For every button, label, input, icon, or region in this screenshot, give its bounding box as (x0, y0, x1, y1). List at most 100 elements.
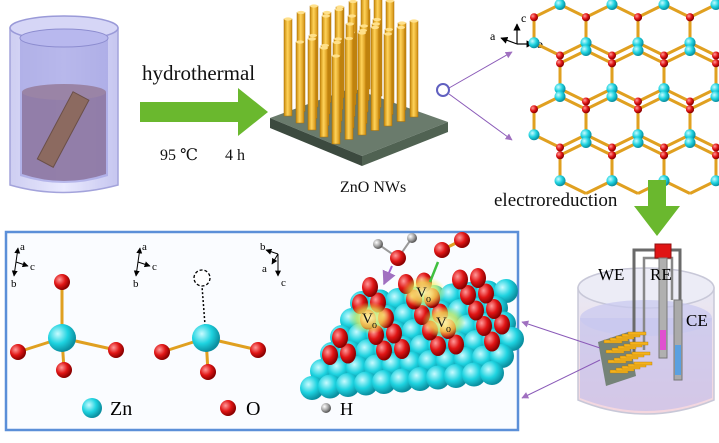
nanowire-tip (309, 34, 317, 37)
zn-atom (711, 91, 719, 102)
o-atom (660, 144, 668, 152)
nanowire-tip (297, 11, 305, 14)
axis-c-label: c (521, 11, 526, 25)
re-label: RE (650, 265, 672, 284)
zn-atom (555, 175, 566, 186)
o-atom (556, 144, 564, 152)
temperature-label: 95 ℃ (160, 147, 198, 164)
zn-atom (710, 175, 719, 186)
we-label: WE (598, 265, 624, 284)
surface-o-atom (322, 345, 338, 365)
o-atom (608, 52, 616, 60)
electrode-nanowire (632, 352, 650, 355)
hydrothermal-arrow (140, 88, 268, 136)
zn-atom (581, 137, 592, 148)
zn-atom (659, 0, 670, 10)
vacancy-subscript: o (446, 324, 451, 335)
surface-zn-atom (480, 361, 504, 385)
axis-b-label: b (11, 278, 17, 290)
o-atom (556, 52, 564, 60)
o-atom (530, 13, 538, 21)
product-label: ZnO NWs (340, 179, 406, 196)
nanowire (384, 34, 392, 126)
electrochemical-cell: WE RE CE (578, 244, 714, 414)
o-atom (634, 98, 642, 106)
surface-o-atom (470, 268, 486, 288)
nanowire-tip (410, 19, 418, 22)
nanowire (284, 19, 292, 116)
nanowire-tip (346, 22, 354, 25)
axis-c-label: c (30, 261, 35, 273)
nanowire-tip (334, 37, 342, 40)
h-legend-marker (321, 403, 331, 413)
nanowire-tip (348, 14, 356, 17)
nanowire-tip (335, 8, 343, 11)
nanowire-tip (385, 28, 393, 31)
axis-b-label: b (260, 241, 266, 253)
o-atom (634, 13, 642, 21)
zn-atom (685, 137, 696, 148)
electrode-nanowire (634, 362, 652, 365)
zoom-line-lower (449, 94, 512, 140)
nanowire-tip (349, 0, 357, 3)
zn-atom (607, 0, 618, 10)
o-atom (660, 59, 668, 67)
zn-atom (633, 137, 644, 148)
wurtzite-lattice (529, 0, 719, 194)
o-atom (686, 98, 694, 106)
nanowire-tip (323, 11, 331, 14)
ce-label: CE (686, 311, 708, 330)
axis-a-label: a (490, 29, 496, 43)
zn-atom (659, 91, 670, 102)
nanowire-tip (360, 24, 368, 27)
nanowire-tip (322, 14, 330, 17)
nanowire-tip (332, 54, 340, 57)
zn-atom (607, 175, 618, 186)
nanowire (308, 39, 316, 130)
oxygen-vacancy-site (194, 270, 210, 286)
nanowire (371, 28, 379, 131)
o-atom (660, 151, 668, 159)
nanowire (296, 42, 304, 123)
nanowire (397, 28, 405, 122)
hydrothermal-label: hydrothermal (142, 61, 255, 85)
axis-c-label: c (281, 277, 286, 289)
h-legend-label: H (340, 399, 353, 419)
nanowire-tip (372, 22, 380, 25)
nanowire-tip (333, 41, 341, 44)
axis-a-label: a (142, 241, 147, 253)
o-legend-label: O (246, 398, 260, 420)
zn-atom (711, 0, 719, 10)
axis-a-label: a (20, 241, 25, 253)
surface-o-atom (332, 328, 348, 348)
o-atom (686, 13, 694, 21)
zn-atom (555, 0, 566, 10)
nanowire-tip (284, 17, 292, 20)
nanowire-array (270, 0, 448, 166)
nanowire-tip (384, 32, 392, 35)
axis-b-label: b (133, 278, 139, 290)
zn-legend-marker (82, 398, 102, 418)
zn-atom (607, 91, 618, 102)
zn-atom (581, 45, 592, 56)
o-atom (608, 59, 616, 67)
o-atom (582, 105, 590, 113)
nanowire-tip (310, 4, 318, 7)
nanowire-tip (345, 37, 353, 40)
o-atom (556, 59, 564, 67)
nanowire (410, 21, 418, 117)
zn-atom (529, 37, 540, 48)
time-label: 4 h (225, 147, 245, 164)
electroreduction-arrow (634, 180, 680, 236)
zn-atom (555, 91, 566, 102)
zn-legend-label: Zn (110, 398, 132, 420)
nanowire-tip (358, 31, 366, 34)
nanowire-tip (373, 18, 381, 21)
electrode-nanowire (628, 332, 646, 335)
zn-atom (685, 45, 696, 56)
axis-c-label: c (152, 261, 157, 273)
nanowire-tip (371, 26, 379, 29)
nanowire (345, 39, 353, 140)
